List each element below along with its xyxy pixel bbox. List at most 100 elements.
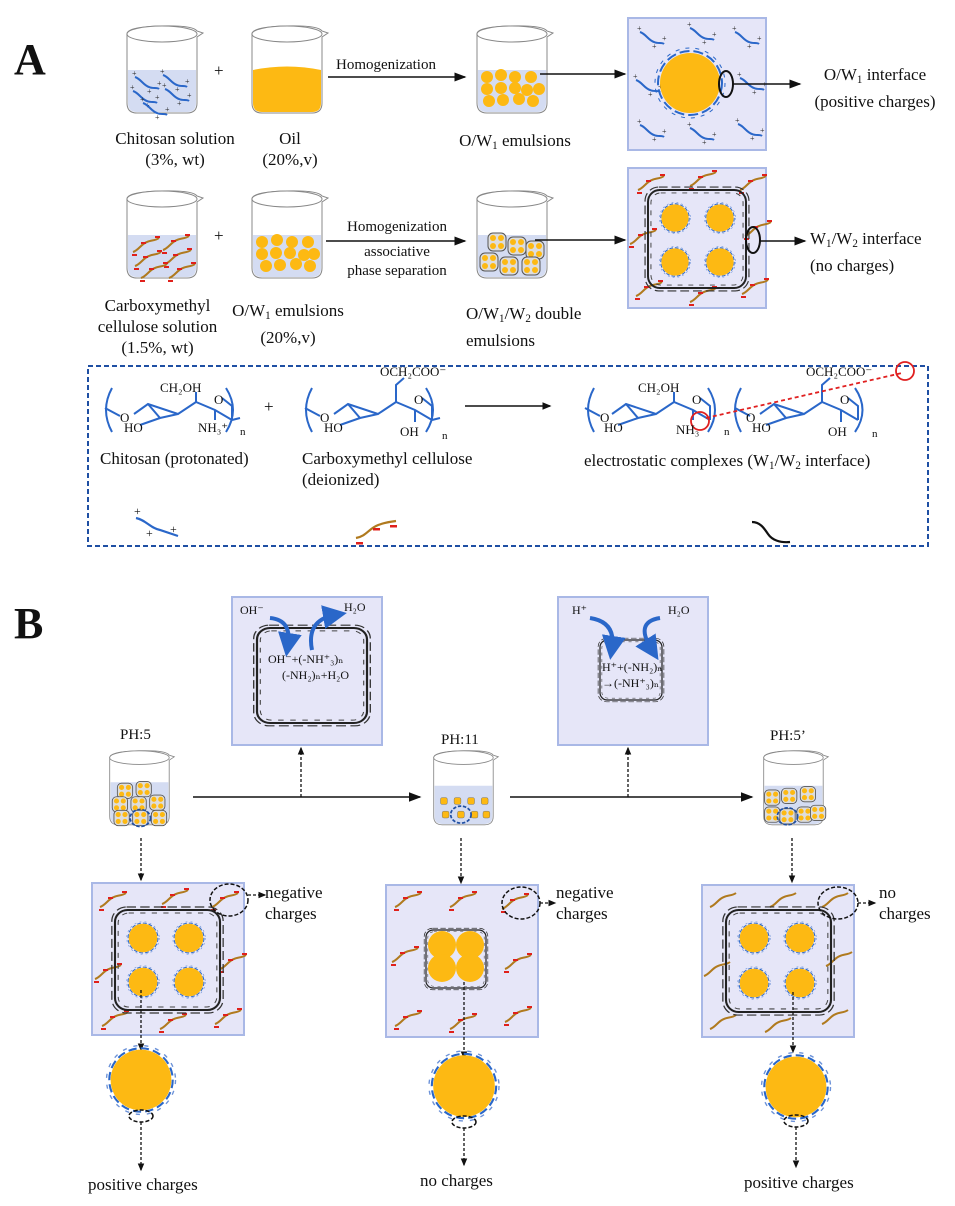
ow1b-prefix: O/W xyxy=(232,301,266,320)
beaker-ph5-prime xyxy=(763,750,829,826)
chitosan-link-o: O xyxy=(120,410,130,425)
oil-name: Oil xyxy=(279,129,301,148)
mech1-ion: OH⁻ xyxy=(240,603,264,617)
w1w2-s2: 2 xyxy=(852,238,858,250)
stage2-note-line2: charges xyxy=(556,904,608,923)
complex-n-2: n xyxy=(872,428,878,440)
stage3-note-line1: no xyxy=(879,883,896,902)
cmc-n: n xyxy=(442,430,448,442)
chitosan-solution-label: Chitosan solution (3%, wt) xyxy=(90,128,260,170)
ow1-int-prefix: O/W xyxy=(823,65,857,84)
svg-text:+: + xyxy=(134,504,141,518)
cmc-line2: cellulose solution xyxy=(97,317,218,336)
cmc-oh: OH xyxy=(400,424,419,439)
cmc-line1: Carboxymethyl xyxy=(104,296,211,315)
ow1-detail-content xyxy=(632,19,768,148)
w1w2-s1: 1 xyxy=(826,238,832,250)
homogenization-label-1: Homogenization xyxy=(336,57,436,73)
chitosan-legend-label: Chitosan (protonated) xyxy=(100,449,249,468)
mech1-product: H₂O xyxy=(344,600,366,614)
hom2-line3: phase separation xyxy=(347,263,447,279)
cmc-chain-symbol xyxy=(355,519,397,545)
cmc-solution-label: Carboxymethyl cellulose solution (1.5%, … xyxy=(70,295,245,358)
ow1-emulsions-label: O/W1 emulsions xyxy=(440,130,590,157)
stage2-droplet-note: no charges xyxy=(420,1171,493,1190)
beaker-ow1-20 xyxy=(251,190,329,279)
complex-link-o-2: O xyxy=(746,410,756,425)
droplet-ph5-prime xyxy=(760,1051,832,1128)
complex-link-o-1: O xyxy=(600,410,610,425)
ow1-prefix: O/W xyxy=(459,131,493,150)
ow1-sub: 1 xyxy=(492,140,498,152)
complex-lbl-s1: 1 xyxy=(769,460,775,472)
complex-chain-symbol xyxy=(751,520,791,544)
stage3-note-line2: charges xyxy=(879,904,931,923)
beaker-cmc xyxy=(126,190,204,283)
chitosan-structure xyxy=(104,387,241,433)
stage2-ph-label: PH:11 xyxy=(441,732,479,748)
ow1-int-detail: (positive charges) xyxy=(814,92,936,111)
plus-sign-row2: + xyxy=(214,226,224,245)
complex-lbl-s2: 2 xyxy=(795,460,801,472)
de-p2: /W xyxy=(504,304,526,323)
de-p3: double xyxy=(530,304,582,323)
complex-group2: OCH₂COO⁻ xyxy=(806,364,873,379)
complex-n-1: n xyxy=(724,426,730,438)
complex-ring-o-2: O xyxy=(840,392,850,407)
w1w2-detail-content xyxy=(628,169,773,307)
mech2-eq2: →(-NH⁺₃)ₙ xyxy=(602,676,660,690)
cmc-link-o: O xyxy=(320,410,330,425)
mechanism-box-protonation xyxy=(557,596,709,746)
complex-ho-1: HO xyxy=(604,420,623,435)
chitosan-ch2oh: CH₂OH xyxy=(160,380,202,395)
water-in-arrow-icon xyxy=(635,616,661,661)
cmc-line3: (1.5%, wt) xyxy=(121,338,194,357)
h-in-arrow-icon xyxy=(589,616,626,660)
ow1-suffix: emulsions xyxy=(497,131,571,150)
chitosan-nh3: NH₃⁺ xyxy=(198,420,229,435)
complex-lbl-mid: /W xyxy=(774,451,796,470)
de-p1: O/W xyxy=(466,304,500,323)
stage3-detail xyxy=(701,884,859,1038)
complex-lbl-prefix: electrostatic complexes (W xyxy=(584,451,770,470)
complex-ho-2: HO xyxy=(752,420,771,435)
water-out-arrow-icon xyxy=(309,605,347,651)
hom2-line1: Homogenization xyxy=(347,219,447,235)
complex-oh: OH xyxy=(828,424,847,439)
mech2-product: H₂O xyxy=(668,603,690,617)
stage3-outer-note: no charges xyxy=(879,882,931,924)
cmc-ring-o: O xyxy=(414,392,424,407)
beaker-ph5 xyxy=(109,750,175,828)
mech2-eq1: H⁺+(-NH₂)ₙ xyxy=(602,660,663,674)
double-emulsion-label: O/W1/W2 double emulsions xyxy=(466,303,581,351)
ow1b-suffix: emulsions xyxy=(270,301,344,320)
chitosan-ring-o: O xyxy=(214,392,224,407)
w1w2-detail: (no charges) xyxy=(810,256,895,275)
mech2-ion: H⁺ xyxy=(572,603,587,617)
complex-legend-label: electrostatic complexes (W1/W2 interface… xyxy=(584,450,870,477)
mech1-eq2: (-NH₂)ₙ+H₂O xyxy=(282,668,349,682)
svg-text:+: + xyxy=(170,522,177,536)
oil-label: Oil (20%,v) xyxy=(240,128,340,170)
ow1b-detail: (20%,v) xyxy=(260,328,316,347)
stage1-detail xyxy=(91,882,249,1036)
svg-text:+: + xyxy=(146,526,153,540)
chitosan-ho: HO xyxy=(124,420,143,435)
de-s1: 1 xyxy=(499,313,505,325)
w1w2-p3: interface xyxy=(857,229,922,248)
stage3-ph-label: PH:5’ xyxy=(770,728,806,744)
cmc-ho: HO xyxy=(324,420,343,435)
positive-site-highlight xyxy=(690,411,710,431)
stage3-droplet-note: positive charges xyxy=(744,1173,854,1192)
beaker-oil xyxy=(251,25,329,114)
beaker-chitosan xyxy=(126,25,204,123)
plus-sign-row1: + xyxy=(214,61,224,80)
ow1-int-sub: 1 xyxy=(856,74,863,86)
cmc-legend-label: Carboxymethyl cellulose (deionized) xyxy=(302,448,472,490)
w1w2-p1: W xyxy=(810,229,827,248)
w1w2-interface-label: W1/W2 interface (no charges) xyxy=(810,228,922,276)
oh-arrow-icon xyxy=(269,616,302,657)
stage1-droplet-note: positive charges xyxy=(88,1175,198,1194)
stage1-ph-label: PH:5 xyxy=(120,727,151,743)
